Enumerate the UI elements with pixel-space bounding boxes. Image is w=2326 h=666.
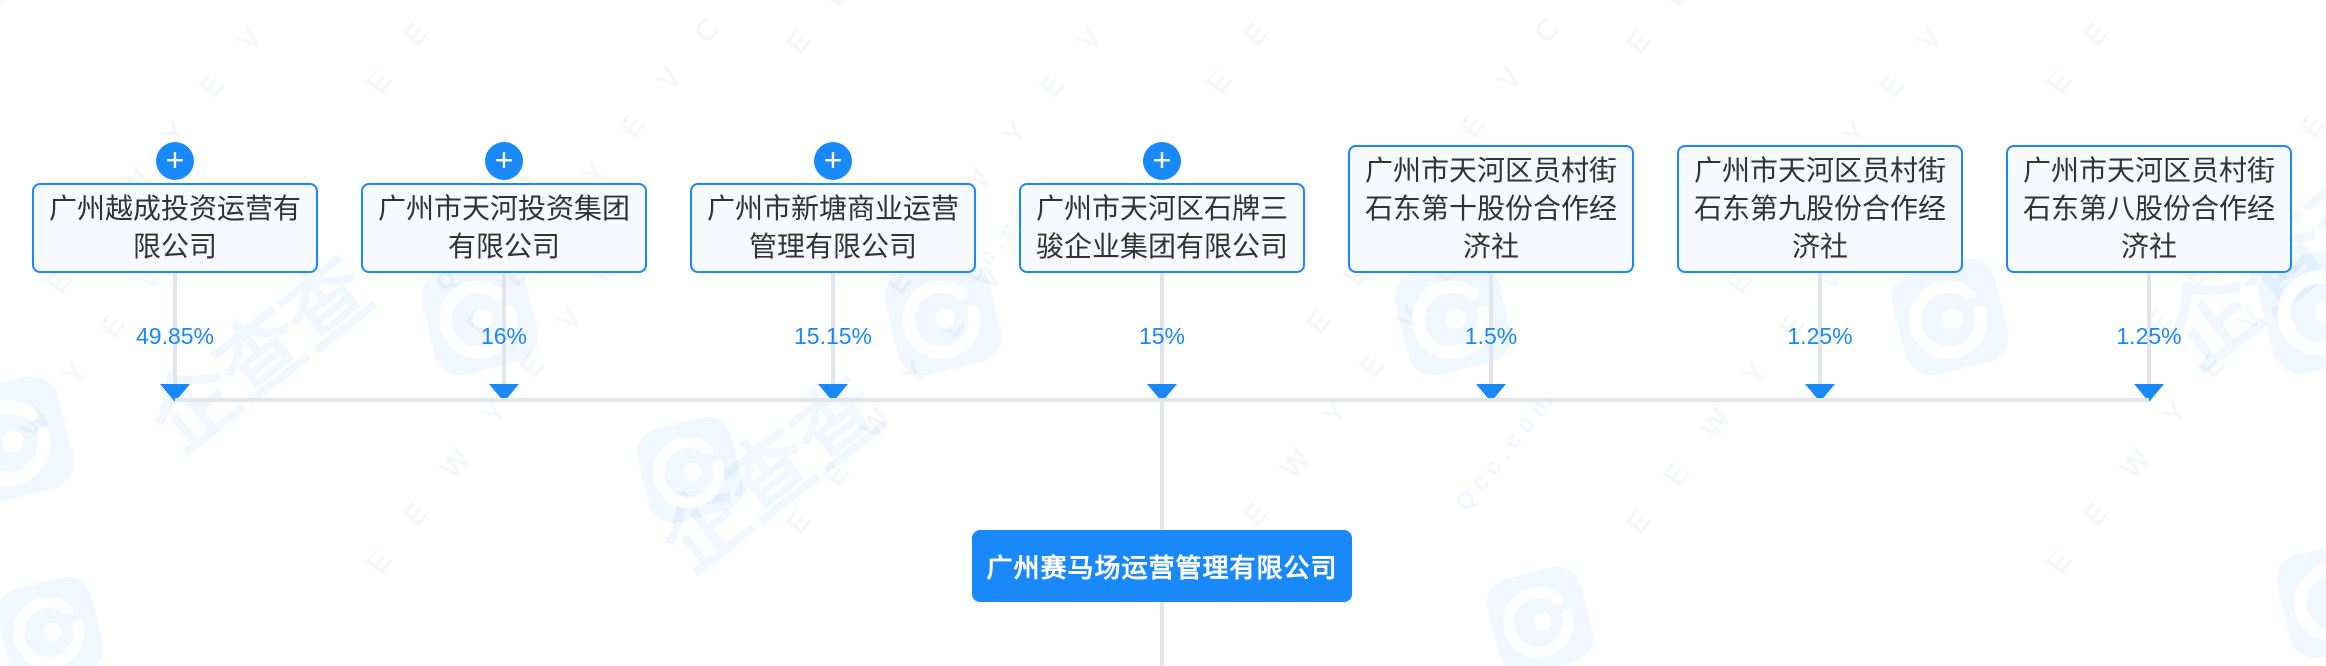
shareholder-column-2: + 广州市天河投资集团有限公司 16% — [361, 142, 647, 402]
plus-glyph: + — [1152, 141, 1172, 178]
watermark-brand-text: Q c c . c o m — [1450, 388, 1559, 517]
shareholder-name: 广州市天河区石牌三骏企业集团有限公司 — [1035, 193, 1288, 262]
shareholding-connector: 1.5% — [1348, 273, 1634, 402]
plus-glyph: + — [165, 141, 185, 178]
shareholding-connector: 49.85% — [32, 273, 318, 402]
target-company-name: 广州赛马场运营管理有限公司 — [986, 552, 1338, 583]
connector-line — [1489, 273, 1493, 401]
shareholder-box[interactable]: 广州市天河投资集团有限公司 — [361, 183, 647, 273]
shareholder-column-3: + 广州市新塘商业运营管理有限公司 15.15% — [690, 142, 976, 402]
expand-plus-icon[interactable]: + — [1143, 142, 1181, 180]
expand-plus-icon[interactable]: + — [156, 142, 194, 180]
shareholding-percentage: 15.15% — [793, 323, 872, 349]
shareholder-column-5: 广州市天河区员村街石东第十股份合作经济社 1.5% — [1348, 145, 1634, 402]
shareholder-name: 广州市天河区员村街石东第十股份合作经济社 — [1364, 155, 1617, 262]
arrow-down-icon — [1805, 384, 1835, 402]
shareholder-box-wrap: 广州市天河区员村街石东第十股份合作经济社 — [1348, 145, 1634, 273]
shareholder-box-wrap: + 广州市新塘商业运营管理有限公司 — [690, 142, 976, 273]
shareholder-box[interactable]: 广州越成投资运营有限公司 — [32, 183, 318, 273]
connector-line — [173, 273, 177, 401]
target-company-box[interactable]: 广州赛马场运营管理有限公司 — [972, 530, 1352, 602]
shareholder-box[interactable]: 广州市天河区员村街石东第八股份合作经济社 — [2006, 145, 2292, 273]
shareholding-percentage: 1.25% — [1787, 323, 1853, 349]
arrow-down-icon — [818, 384, 848, 402]
shareholding-connector: 1.25% — [1677, 273, 1963, 402]
shareholder-name: 广州市新塘商业运营管理有限公司 — [706, 193, 959, 262]
shareholder-box[interactable]: 广州市天河区员村街石东第九股份合作经济社 — [1677, 145, 1963, 273]
shareholder-name: 广州市天河区员村街石东第八股份合作经济社 — [2022, 155, 2275, 262]
shareholder-box-wrap: + 广州越成投资运营有限公司 — [32, 142, 318, 273]
connector-line — [2147, 273, 2151, 401]
watermark-qcc-logo — [2268, 533, 2326, 666]
shareholder-name: 广州越成投资运营有限公司 — [48, 193, 301, 262]
shareholder-box-wrap: + 广州市天河区石牌三骏企业集团有限公司 — [1019, 142, 1305, 273]
shareholder-name: 广州市天河区员村街石东第九股份合作经济社 — [1693, 155, 1946, 262]
shareholder-column-7: 广州市天河区员村街石东第八股份合作经济社 1.25% — [2006, 145, 2292, 402]
arrow-down-icon — [2134, 384, 2164, 402]
shareholder-column-1: + 广州越成投资运营有限公司 49.85% — [32, 142, 318, 402]
connector-drop-line — [1160, 400, 1164, 530]
shareholding-percentage: 16% — [480, 323, 528, 349]
arrow-down-icon — [1147, 384, 1177, 402]
watermark-text: E E W Y E V C — [1620, 0, 1897, 61]
connector-line — [502, 273, 506, 401]
shareholder-box-wrap: + 广州市天河投资集团有限公司 — [361, 142, 647, 273]
connector-tail-line — [1160, 602, 1164, 666]
shareholder-box-wrap: 广州市天河区员村街石东第八股份合作经济社 — [2006, 145, 2292, 273]
watermark-text: E E W Y E V C — [1200, 0, 1477, 101]
shareholder-box-wrap: 广州市天河区员村街石东第九股份合作经济社 — [1677, 145, 1963, 273]
arrow-down-icon — [489, 384, 519, 402]
watermark-qcc-logo — [1479, 559, 1600, 666]
expand-plus-icon[interactable]: + — [814, 142, 852, 180]
watermark-text: E E W Y E V C — [780, 0, 1057, 61]
shareholding-percentage: 15% — [1138, 323, 1186, 349]
shareholding-percentage: 49.85% — [135, 323, 214, 349]
shareholder-box[interactable]: 广州市天河区石牌三骏企业集团有限公司 — [1019, 183, 1305, 273]
arrow-down-icon — [160, 384, 190, 402]
arrow-down-icon — [1476, 384, 1506, 402]
shareholder-name: 广州市天河投资集团有限公司 — [377, 193, 630, 262]
shareholding-connector: 1.25% — [2006, 273, 2292, 402]
shareholder-box[interactable]: 广州市新塘商业运营管理有限公司 — [690, 183, 976, 273]
watermark-text: E E W Y E V C — [2040, 0, 2317, 101]
shareholder-box[interactable]: 广州市天河区员村街石东第十股份合作经济社 — [1348, 145, 1634, 273]
watermark-text: E E W Y E V C — [360, 0, 637, 101]
shareholding-connector: 15% — [1019, 273, 1305, 402]
shareholders-row: + 广州越成投资运营有限公司 49.85% + 广州市天河投资集团有限公司 16… — [32, 142, 2292, 402]
shareholding-connector: 15.15% — [690, 273, 976, 402]
connector-line — [1160, 273, 1164, 401]
plus-glyph: + — [823, 141, 843, 178]
connector-line — [1818, 273, 1822, 401]
shareholding-percentage: 1.5% — [1464, 323, 1518, 349]
watermark-qcc-logo — [0, 569, 111, 666]
shareholding-connector: 16% — [361, 273, 647, 402]
connector-line — [831, 273, 835, 401]
shareholder-column-4: + 广州市天河区石牌三骏企业集团有限公司 15% — [1019, 142, 1305, 402]
watermark-qcc-logo — [629, 409, 750, 530]
watermark-text: E E W Y E V C — [0, 0, 217, 61]
shareholding-percentage: 1.25% — [2116, 323, 2182, 349]
expand-plus-icon[interactable]: + — [485, 142, 523, 180]
shareholder-column-6: 广州市天河区员村街石东第九股份合作经济社 1.25% — [1677, 145, 1963, 402]
plus-glyph: + — [494, 141, 514, 178]
